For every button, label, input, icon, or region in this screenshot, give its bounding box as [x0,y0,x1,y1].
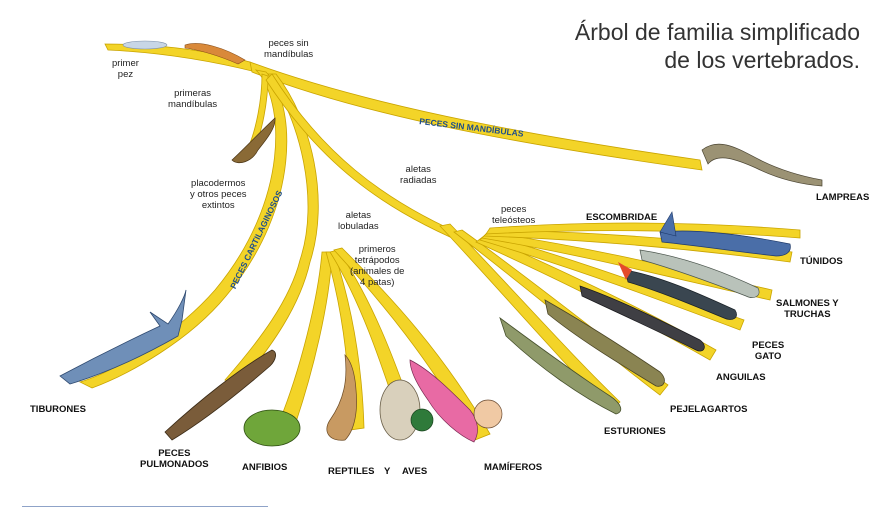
gar-icon [544,299,665,387]
branch-sturgeons [439,223,621,411]
label-peces-teleosteos: peces teleósteos [492,204,536,226]
primer-pez-icon [122,40,168,50]
frog-icon [243,409,301,447]
group-esturiones: ESTURIONES [604,426,666,437]
branch-sharks [78,69,288,389]
label-aletas-radiadas: aletas radiadas [400,164,437,186]
group-anfibios: ANFIBIOS [242,462,288,473]
group-tiburones: TIBURONES [30,404,86,415]
catfish-icon [618,262,737,320]
child-icon [409,359,503,443]
eel-icon [579,285,705,352]
label-primeras-mandibulas: primeras mandíbulas [168,88,218,110]
group-reptiles: REPTILES [328,466,375,477]
jawless-fish-icon [184,43,246,65]
duck-icon [379,379,434,441]
group-anguilas: ANGUILAS [716,372,766,383]
group-lampreas: LAMPREAS [816,192,870,203]
lungfish-icon [164,349,276,441]
label-placodermos: placodermos y otros peces extintos [190,178,247,211]
branch-catfish [479,233,745,331]
label-aletas-lobuladas: aletas lobuladas [338,210,379,232]
group-pejelagartos: PEJELAGARTOS [670,404,748,415]
group-tunidos: TÚNIDOS [800,256,843,267]
title-line-2: de los vertebrados. [664,47,860,73]
branch-lampreys [249,61,703,171]
branch-tuna [483,229,793,263]
bottom-rule [22,506,268,507]
lizard-icon [326,354,357,441]
group-salmones: SALMONES Y TRUCHAS [776,298,839,320]
placoderm-icon [231,117,276,164]
salmon-icon [639,249,760,298]
group-peces-pulmonados: PECES PULMONADOS [140,448,209,470]
label-primeros-tetrapodos: primeros tetrápodos (animales de 4 patas… [350,244,405,288]
group-aves: AVES [402,466,428,477]
title-line-1: Árbol de familia simplificado [574,19,860,45]
label-peces-sin-mandibulas: peces sin mandíbulas [264,38,314,60]
sturgeon-icon [499,316,622,415]
group-escombridae: ESCOMBRIDAE [586,212,658,223]
shark-icon [59,289,187,385]
group-mamiferos: MAMÍFEROS [484,462,543,473]
label-primer-pez: primer pez [112,58,139,80]
group-y: Y [384,466,391,477]
lamprey-icon [701,143,823,187]
tuna-icon [659,211,791,257]
branch-salmon [481,231,773,301]
group-peces-gato: PECES GATO [752,340,785,362]
branch-mackerel [485,222,801,239]
diagram-title: Árbol de familia simplificado de los ver… [575,18,860,74]
